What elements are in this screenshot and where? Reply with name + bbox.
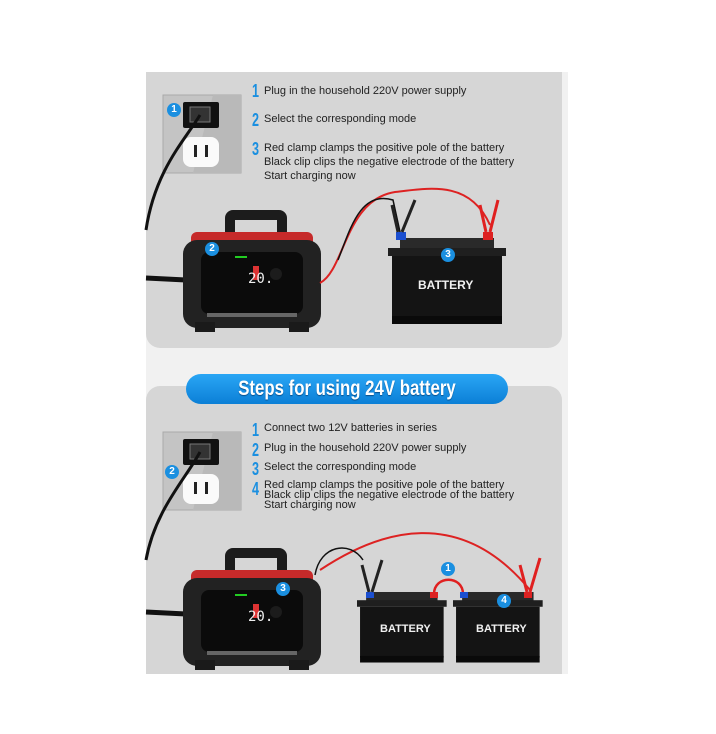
step-text: Black clip clips the negative electrode … bbox=[264, 489, 515, 501]
step-text: Select the corresponding mode bbox=[264, 113, 417, 125]
step-badge: 3 bbox=[441, 248, 455, 262]
negative-terminal bbox=[396, 232, 406, 240]
step-text: Select the corresponding mode bbox=[264, 461, 417, 473]
step-text: Black clip clips the negative electrode … bbox=[264, 156, 515, 168]
charger-display: 20. bbox=[248, 609, 274, 625]
step-badge: 2 bbox=[165, 465, 179, 479]
step-text: Plug in the household 220V power supply bbox=[264, 85, 467, 97]
step-text: Start charging now bbox=[264, 499, 356, 511]
step-number: 4 bbox=[252, 479, 260, 499]
charger-display: 20. bbox=[248, 271, 274, 287]
section-title-banner: Steps for using 24V battery bbox=[186, 374, 508, 404]
step-badge: 1 bbox=[441, 562, 455, 576]
step-number: 2 bbox=[252, 440, 260, 460]
series-link-cable bbox=[432, 578, 465, 595]
step-number: 3 bbox=[252, 459, 260, 479]
step-badge: 2 bbox=[205, 242, 219, 256]
battery-label: BATTERY bbox=[418, 278, 474, 292]
step-number: 2 bbox=[252, 110, 260, 130]
step-badge: 3 bbox=[276, 582, 290, 596]
step-text: Red clamp clamps the positive pole of th… bbox=[264, 479, 505, 491]
step-text: Connect two 12V batteries in series bbox=[264, 422, 438, 434]
step-text: Start charging now bbox=[264, 170, 356, 182]
step-text: Red clamp clamps the positive pole of th… bbox=[264, 142, 505, 154]
step-number: 1 bbox=[252, 81, 260, 101]
battery-label: BATTERY bbox=[380, 623, 431, 635]
step-badge: 4 bbox=[497, 594, 511, 608]
battery-label: BATTERY bbox=[476, 623, 527, 635]
positive-terminal bbox=[483, 232, 493, 240]
section-title: Steps for using 24V battery bbox=[238, 377, 456, 400]
step-number: 1 bbox=[252, 420, 260, 440]
step-badge: 1 bbox=[167, 103, 181, 117]
step-text: Plug in the household 220V power supply bbox=[264, 442, 467, 454]
step-number: 3 bbox=[252, 139, 260, 159]
